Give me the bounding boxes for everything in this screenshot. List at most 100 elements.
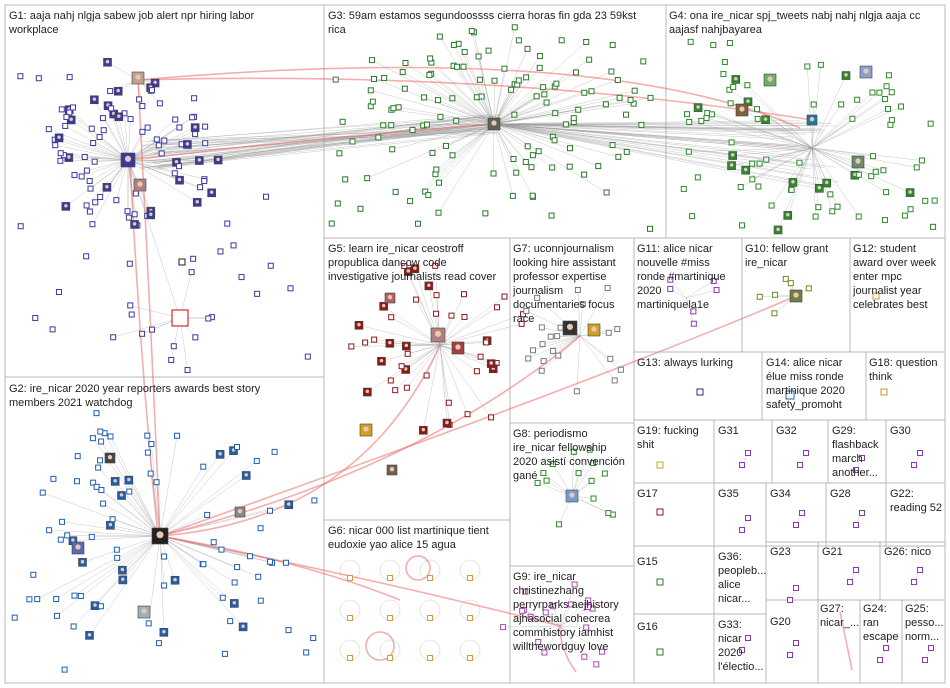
edge	[811, 104, 814, 149]
avatar-face	[137, 181, 143, 187]
edge	[811, 118, 853, 149]
edge	[811, 147, 876, 173]
member-node	[689, 213, 696, 220]
member-node	[205, 315, 212, 322]
member-node	[524, 143, 531, 150]
avatar-face	[119, 493, 124, 497]
edge	[159, 535, 223, 598]
small-group-node	[883, 645, 889, 651]
edge	[439, 36, 495, 125]
member-node	[519, 607, 526, 614]
member-node	[829, 208, 836, 215]
member-node	[253, 457, 260, 464]
member-node	[395, 104, 402, 111]
member-node	[882, 96, 889, 103]
edge	[436, 123, 495, 170]
member-node	[482, 210, 489, 217]
g36-label: G36:	[718, 551, 742, 563]
g25-label-line3: norm...	[905, 631, 939, 643]
member-node	[57, 157, 64, 164]
avatar-face	[93, 603, 97, 607]
edge	[423, 344, 441, 431]
g16-node	[656, 648, 664, 656]
g29-label-line4: another...	[832, 467, 878, 479]
edge	[124, 113, 129, 161]
member-node	[483, 339, 490, 346]
self-loop-edge	[405, 555, 431, 581]
edge	[159, 460, 257, 537]
member-node	[96, 134, 103, 141]
edge	[493, 123, 798, 157]
g22-label: G22:	[890, 488, 914, 500]
member-node	[524, 45, 531, 52]
member-node	[549, 347, 556, 354]
member-node	[311, 497, 318, 504]
avatar-face	[132, 222, 137, 226]
edge	[464, 51, 495, 125]
edge	[127, 117, 193, 161]
g12-label: G12: student	[853, 243, 916, 255]
member-node	[754, 106, 761, 113]
avatar-face	[135, 74, 141, 80]
edge	[552, 606, 561, 627]
member-node	[57, 536, 64, 543]
small-group-node	[911, 462, 917, 468]
avatar-face	[64, 204, 68, 208]
member-node	[17, 73, 24, 80]
g3-label: G3: 59am estamos segundoossss cierra hor…	[328, 10, 636, 22]
edge	[493, 91, 592, 125]
edge	[156, 132, 500, 168]
avatar-face	[434, 330, 442, 337]
avatar-face	[149, 212, 153, 217]
member-node	[543, 99, 550, 106]
avatar-face	[69, 117, 73, 122]
member-node	[817, 61, 824, 68]
edge	[493, 123, 810, 152]
member-node	[97, 193, 104, 200]
member-node	[144, 432, 151, 439]
avatar-face	[141, 608, 147, 614]
small-group-node	[917, 450, 923, 456]
edge	[127, 143, 182, 161]
edge	[42, 492, 161, 537]
member-node	[558, 37, 565, 44]
edge	[65, 125, 129, 161]
g9-label-line6: willthewordguy love	[512, 641, 608, 653]
g17-node	[656, 508, 664, 516]
edge	[81, 159, 129, 177]
member-node	[583, 38, 590, 45]
member-node	[201, 178, 208, 185]
edge-curve	[159, 535, 401, 601]
g12-node	[872, 292, 880, 300]
member-node	[534, 294, 541, 301]
edge	[429, 58, 495, 125]
member-node	[883, 83, 890, 90]
g24-label: G24:	[863, 603, 887, 615]
avatar-face	[379, 358, 384, 363]
small-group-node	[787, 597, 793, 603]
member-node	[443, 142, 450, 149]
edge	[811, 108, 889, 149]
avatar-face	[197, 158, 202, 162]
edge	[811, 147, 816, 217]
g19-label: G19: fucking	[637, 425, 699, 437]
edge	[371, 59, 495, 125]
g34-label: G34	[770, 488, 791, 500]
member-node	[168, 356, 175, 363]
member-node	[266, 507, 273, 514]
edge	[453, 65, 495, 125]
member-node	[680, 185, 687, 192]
edge-curve	[839, 611, 853, 671]
member-node	[567, 145, 574, 152]
member-node	[931, 197, 938, 204]
edge-curve	[159, 335, 581, 537]
g27-label: G27:	[820, 603, 844, 615]
member-node	[401, 85, 408, 92]
edge	[493, 80, 519, 125]
member-node	[172, 116, 179, 123]
member-node	[694, 174, 701, 181]
member-node	[461, 48, 468, 55]
member-node	[89, 221, 96, 228]
avatar-face	[286, 502, 291, 506]
edge	[159, 535, 244, 628]
